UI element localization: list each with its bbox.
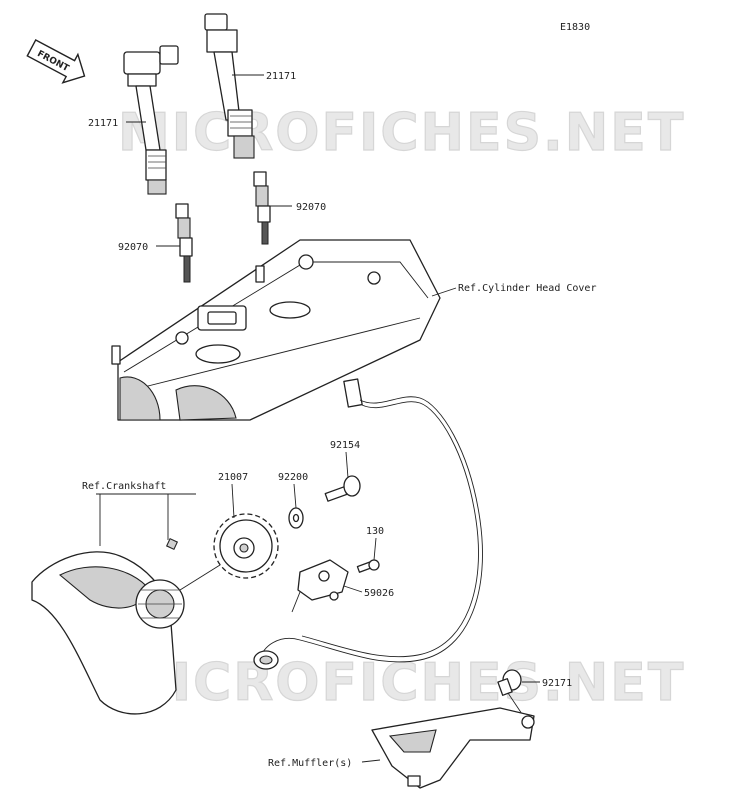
spark-plug-right (253, 171, 271, 245)
leader-lines (96, 74, 540, 763)
label-rotor: 21007 (218, 472, 248, 483)
crank-sensor-59026 (291, 559, 349, 613)
label-sensor: 59026 (364, 588, 394, 599)
ignition-coil-left (123, 45, 179, 195)
label-bolt-small: 130 (366, 526, 384, 537)
label-coil-right: 21171 (266, 71, 296, 82)
bolt-130 (356, 559, 380, 573)
label-bolt-top: 92154 (330, 440, 360, 451)
front-arrow-icon: FRONT (26, 39, 86, 84)
watermark-bottom: MICROFICHES.NET (118, 653, 685, 713)
muffler-bracket (371, 707, 535, 789)
ignition-coil-right (204, 13, 255, 159)
label-clamp: 92171 (542, 678, 572, 689)
cylinder-head-cover (111, 239, 441, 421)
crankshaft-assembly (31, 537, 229, 715)
diagram-code: E1830 (560, 22, 590, 33)
clamp-92171 (497, 669, 523, 715)
rotor-21007 (213, 513, 279, 579)
label-washer: 92200 (278, 472, 308, 483)
label-coil-left: 21171 (88, 118, 118, 129)
label-plug-left: 92070 (118, 242, 148, 253)
washer-92200 (288, 507, 304, 529)
spark-plug-left (175, 203, 193, 283)
label-muffler: Ref.Muffler(s) (268, 758, 352, 769)
label-plug-right: 92070 (296, 202, 326, 213)
pickup-sensor-cable (253, 378, 483, 670)
label-head-cover: Ref.Cylinder Head Cover (458, 283, 596, 294)
label-crankshaft: Ref.Crankshaft (82, 481, 166, 492)
watermark-top: MICROFICHES.NET (118, 103, 685, 163)
bolt-92154 (324, 475, 361, 502)
